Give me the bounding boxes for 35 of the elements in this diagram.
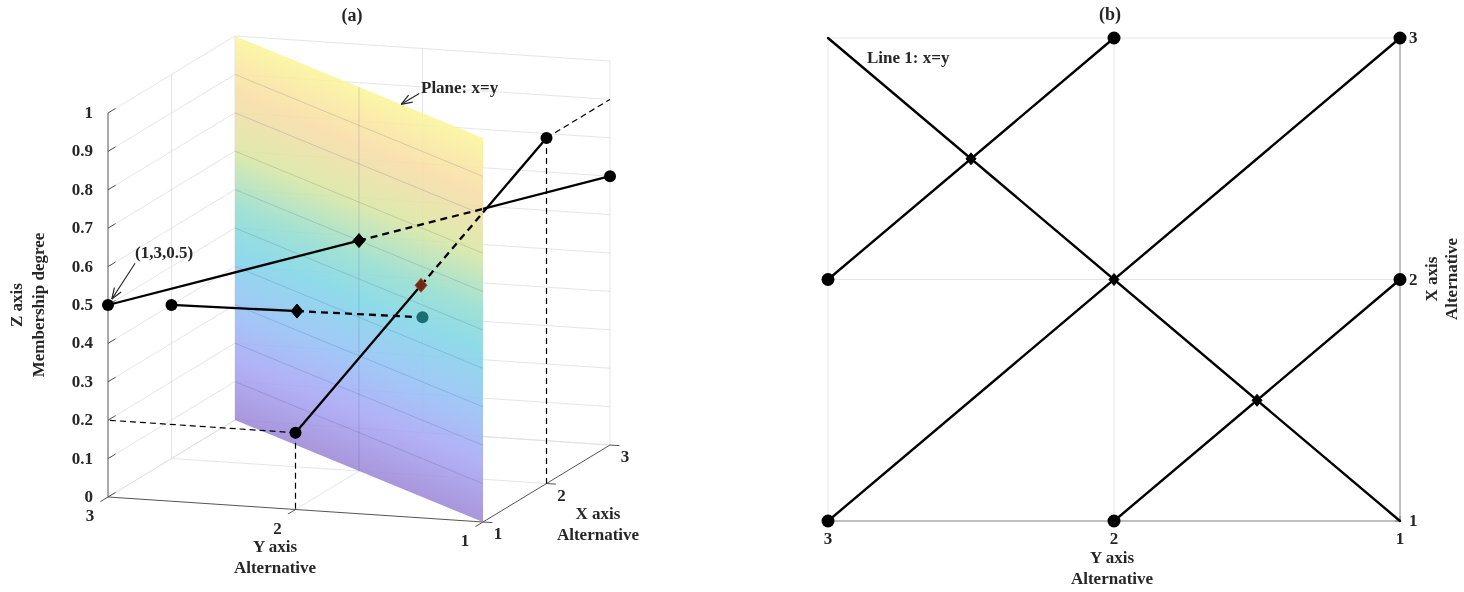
tick-label: 0.1	[71, 449, 93, 468]
axis-title: X axis	[1423, 256, 1441, 302]
tick-label: 0.8	[71, 180, 93, 199]
tick-label: 2	[557, 486, 566, 505]
axis-title: Y axis	[252, 538, 298, 556]
tick-label: 1	[493, 525, 503, 543]
axis-title: Y axis	[1089, 549, 1135, 567]
axis-title: Z axis	[8, 283, 26, 327]
tick-label: 3	[1409, 29, 1418, 47]
tick-label: 3	[620, 448, 630, 466]
axis-title: X axis	[575, 505, 621, 523]
tick-label: 0	[84, 488, 93, 506]
tick-label: 0.7	[71, 219, 93, 238]
tick-label: 2	[1409, 270, 1418, 289]
axis-title: Alternative	[1443, 237, 1461, 321]
tick-label: 0.5	[71, 296, 93, 314]
tick-label: 3	[85, 507, 95, 525]
tick-label: 0.4	[71, 334, 93, 353]
tick-label: 3	[823, 530, 833, 548]
axis-title: Alternative	[1070, 570, 1154, 588]
panel-label: (b)	[1099, 4, 1121, 24]
tick-label: 2	[1109, 530, 1119, 548]
axis-title: Alternative	[556, 526, 640, 544]
tick-label: 1	[460, 532, 470, 550]
tick-label: 0.9	[71, 142, 93, 161]
panel-label: (a)	[341, 5, 363, 25]
tick-label: 1	[84, 104, 93, 122]
tick-label: 0.3	[71, 372, 93, 391]
tick-label: 1	[1395, 530, 1405, 548]
tick-label: 0.6	[71, 257, 93, 276]
tick-label: 1	[1409, 512, 1418, 530]
axis-title: Membership degree	[30, 232, 48, 378]
tick-label: 2	[273, 519, 282, 538]
axis-title: Alternative	[233, 559, 317, 577]
tick-label: 0.2	[71, 411, 93, 430]
